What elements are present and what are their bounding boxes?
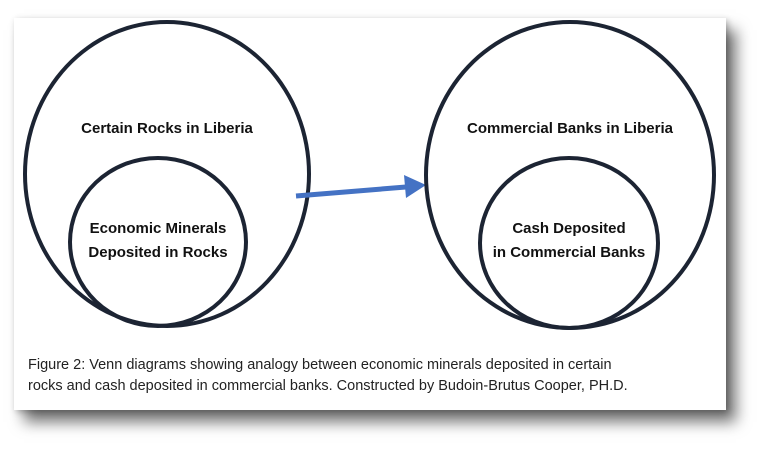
left-inner-label-line1: Economic Minerals <box>89 220 227 237</box>
right-inner-label-line1: Cash Deposited <box>512 220 626 237</box>
caption-line-1: Figure 2: Venn diagrams showing analogy … <box>28 357 612 373</box>
right-outer-label: Commercial Banks in Liberia <box>467 120 673 137</box>
left-outer-label: Certain Rocks in Liberia <box>81 120 253 137</box>
left-inner-label-line2: Deposited in Rocks <box>88 244 228 261</box>
right-inner-circle <box>478 156 660 330</box>
analogy-arrow <box>295 175 426 199</box>
left-inner-circle <box>68 156 248 328</box>
right-inner-label-line2: in Commercial Banks <box>492 244 646 261</box>
figure-card: Certain Rocks in Liberia Economic Minera… <box>14 18 726 410</box>
figure-caption: Figure 2: Venn diagrams showing analogy … <box>28 355 718 397</box>
caption-line-2: rocks and cash deposited in commercial b… <box>28 378 628 394</box>
